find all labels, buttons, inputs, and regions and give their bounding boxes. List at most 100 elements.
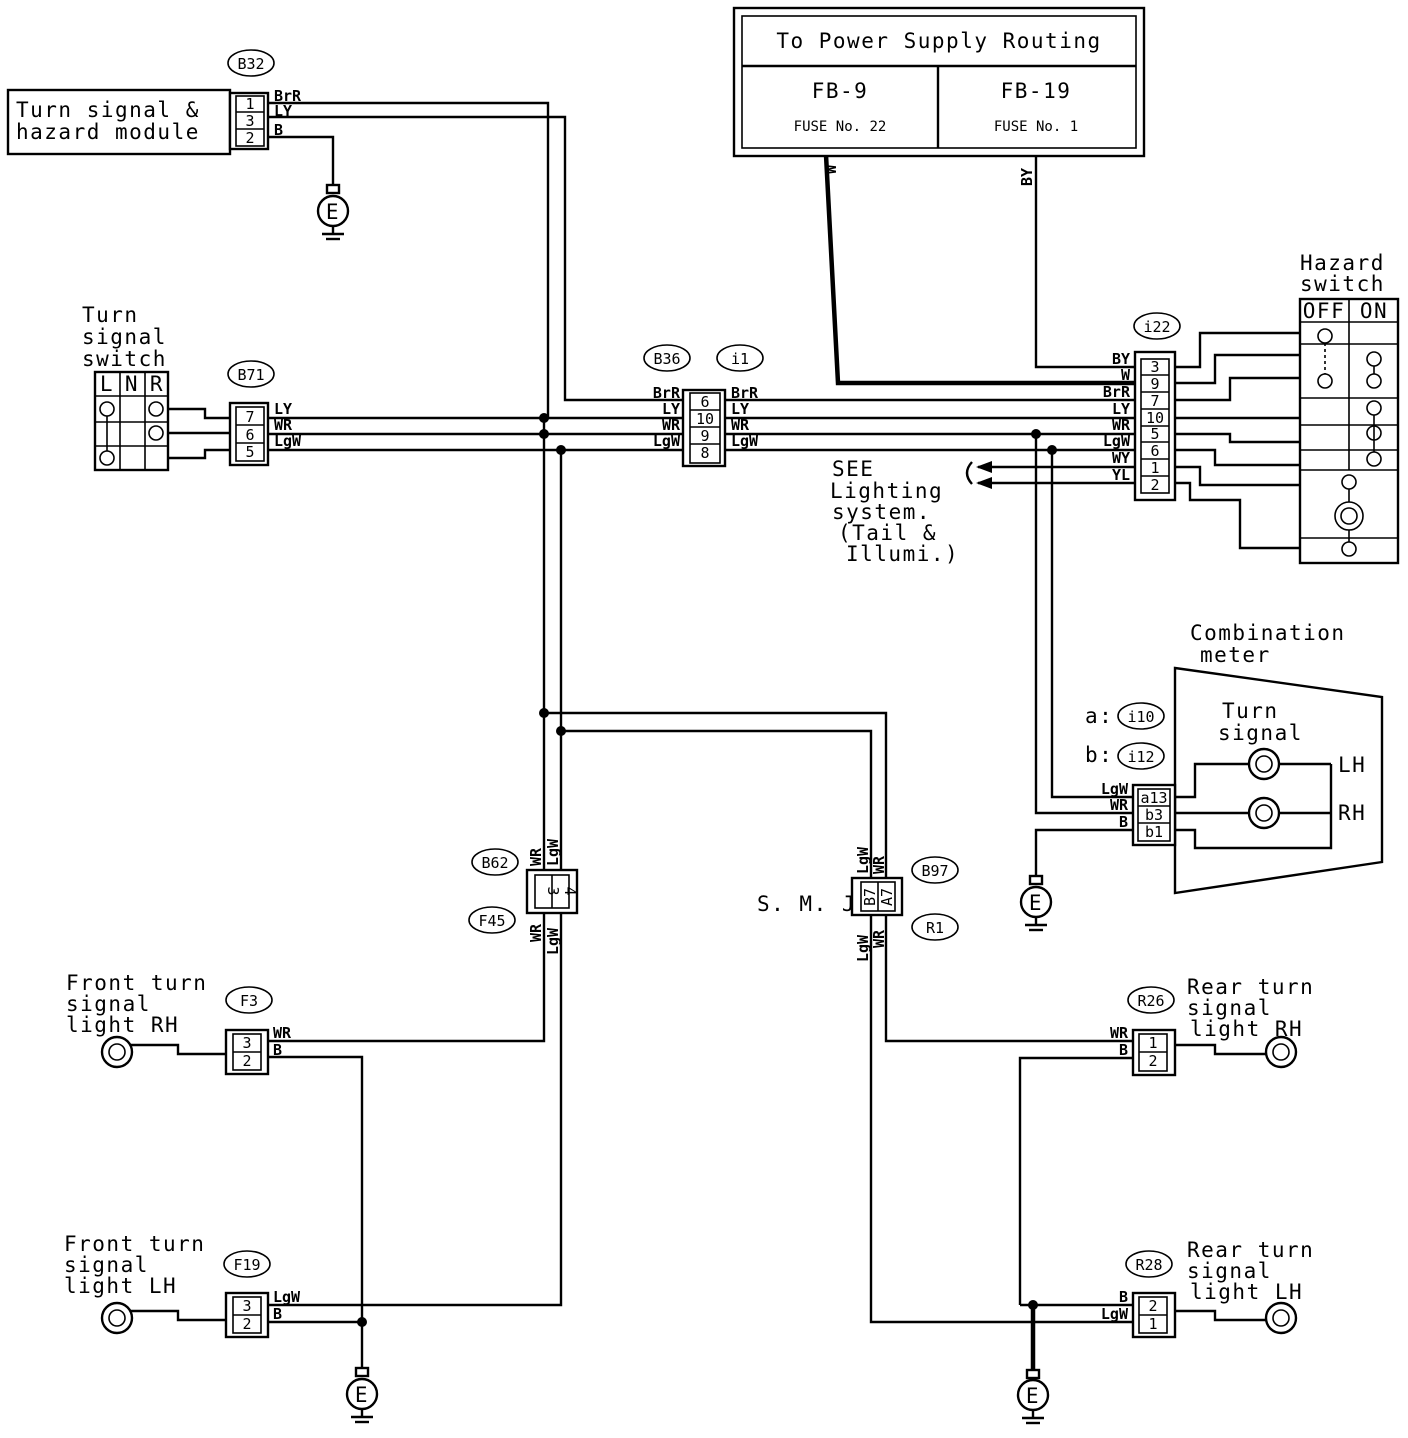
wire-label-wr-f45: WR: [527, 923, 545, 942]
wire-label-ly-i1-right: LY: [731, 400, 749, 418]
pin-i22-1: 1: [1150, 459, 1159, 477]
hazard-on: ON: [1360, 299, 1388, 323]
wire-label-lgw-r1: LgW: [854, 934, 872, 962]
wire-label-lgw-i22: LgW: [1103, 432, 1131, 450]
wire-label-w: W: [822, 164, 840, 174]
wire-label-wy-i22: WY: [1112, 449, 1130, 467]
wire-label-wr-i1-right: WR: [731, 416, 750, 434]
ground-rear: [1016, 1368, 1050, 1425]
see-line4: (Tail &: [838, 521, 937, 545]
wire-label-lgw-i1-right: LgW: [731, 432, 759, 450]
wire-hz-5: [1175, 432, 1300, 444]
meter-internal-wires: [1175, 747, 1333, 850]
wire-by-power: [1034, 155, 1135, 369]
see-line2: Lighting: [830, 479, 943, 503]
wire-hz-2: [1175, 353, 1300, 385]
wire-label-lgw-b62: LgW: [544, 838, 562, 866]
wire-label-b-f19: B: [273, 1305, 282, 1323]
wire-label-yl-i22: YL: [1112, 466, 1130, 484]
turn-switch-line1: Turn: [82, 303, 139, 327]
wire-lgw-rear-lh: [869, 915, 1135, 1324]
wire-brr-module: [268, 101, 550, 418]
connector-i10: i10: [1127, 708, 1154, 726]
pin-i22-7: 7: [1150, 392, 1159, 410]
connector-b32-block: 1 3 2: [228, 91, 270, 151]
lamp-stub-rear-lh: [1175, 1309, 1270, 1322]
junctions: [357, 413, 1336, 1327]
connector-r1: R1: [926, 919, 944, 937]
wire-label-b-meter: B: [1119, 813, 1128, 831]
pin-b32-2: 2: [245, 129, 254, 147]
see-line5: Illumi.): [846, 542, 959, 566]
meter-line1: Combination: [1190, 621, 1346, 645]
pin-f3-2: 2: [242, 1052, 251, 1070]
connector-r28: R28: [1135, 1256, 1162, 1274]
hazard-switch-block: [1298, 297, 1400, 565]
connector-tag-b62: [471, 848, 519, 876]
meter-line2: meter: [1200, 643, 1271, 667]
lamp-rear-lh: [1264, 1301, 1298, 1335]
connector-tag-i1: [716, 344, 764, 372]
connector-tag-f19: [223, 1250, 271, 1278]
wire-w-power: [823, 154, 1135, 386]
wires: [130, 101, 1300, 1370]
wire-label-w-i22: W: [1121, 366, 1131, 384]
lamp-front-rh: [100, 1035, 134, 1069]
arrow-yl: [976, 477, 992, 489]
pin-b97-b7: B7: [861, 888, 879, 906]
wire-label-wr-b62: WR: [527, 847, 545, 866]
front-lh-line3: light LH: [64, 1274, 177, 1298]
ground-meter: [1019, 874, 1053, 932]
connector-tag-i22: [1133, 312, 1181, 340]
wire-label-ly-b71: LY: [274, 400, 292, 418]
connector-r28-block: 2 1: [1131, 1291, 1177, 1339]
pin-meter-b3: b3: [1145, 806, 1163, 824]
wire-hz-6: [1175, 448, 1300, 467]
pin-i22-2: 2: [1150, 476, 1159, 494]
fuse22-label: FUSE No. 22: [794, 119, 887, 135]
turn-switch-col-l: L: [100, 372, 114, 396]
turn-switch-line2: signal: [82, 325, 167, 349]
lamp-rear-rh: [1264, 1035, 1298, 1069]
lamp-stub-front-rh: [130, 1043, 230, 1056]
junction-dot: [539, 708, 549, 718]
wire-label-by: BY: [1018, 168, 1036, 186]
wire-hz-1: [1175, 331, 1300, 369]
wire-switch-l: [168, 407, 230, 420]
wire-label-wr-meter: WR: [1110, 796, 1129, 814]
lamp-rh-indicator: [1247, 796, 1281, 830]
wire-lgw-front-lh: [268, 913, 563, 1307]
wire-lgw-meter: [1050, 450, 1135, 799]
junction-dot: [556, 726, 566, 736]
wire-label-lgw-r28: LgW: [1101, 1305, 1129, 1323]
see-bracket: [965, 461, 973, 485]
connector-tag-r1: [911, 913, 959, 941]
wire-label-wr-f3: WR: [273, 1024, 292, 1042]
wire-label-wr-r26: WR: [1110, 1024, 1129, 1042]
meter-rh: RH: [1338, 801, 1366, 825]
meter-b-prefix: b:: [1085, 743, 1113, 767]
wire-label-lgw-meter: LgW: [1101, 780, 1129, 798]
rear-lh-line3: light LH: [1190, 1280, 1303, 1304]
pin-b36-6: 6: [700, 393, 709, 411]
connector-tag-r26: [1127, 986, 1175, 1014]
wire-label-brr-b36-left: BrR: [653, 384, 681, 402]
connector-b62: B62: [481, 854, 508, 872]
fb9-label: FB-9: [812, 79, 869, 103]
pin-f19-2: 2: [242, 1315, 251, 1333]
pin-f19-3: 3: [242, 1297, 251, 1315]
pin-b32-3: 3: [245, 112, 254, 130]
wire-lgw-rear: [561, 729, 873, 878]
connector-i12: i12: [1127, 748, 1154, 766]
pin-b62-4: 4: [561, 886, 579, 895]
connector-b97: B97: [921, 862, 948, 880]
junction-dot: [357, 1317, 367, 1327]
module-line2: hazard module: [16, 120, 200, 144]
pin-i22-10: 10: [1146, 409, 1164, 427]
wire-label-lgw-b71: LgW: [274, 432, 302, 450]
see-line3: system.: [832, 500, 931, 524]
junction-dot: [1028, 1300, 1038, 1310]
connector-r26: R26: [1137, 992, 1164, 1010]
pin-b62-3: 3: [544, 886, 562, 895]
pin-meter-a13: a13: [1140, 789, 1167, 807]
